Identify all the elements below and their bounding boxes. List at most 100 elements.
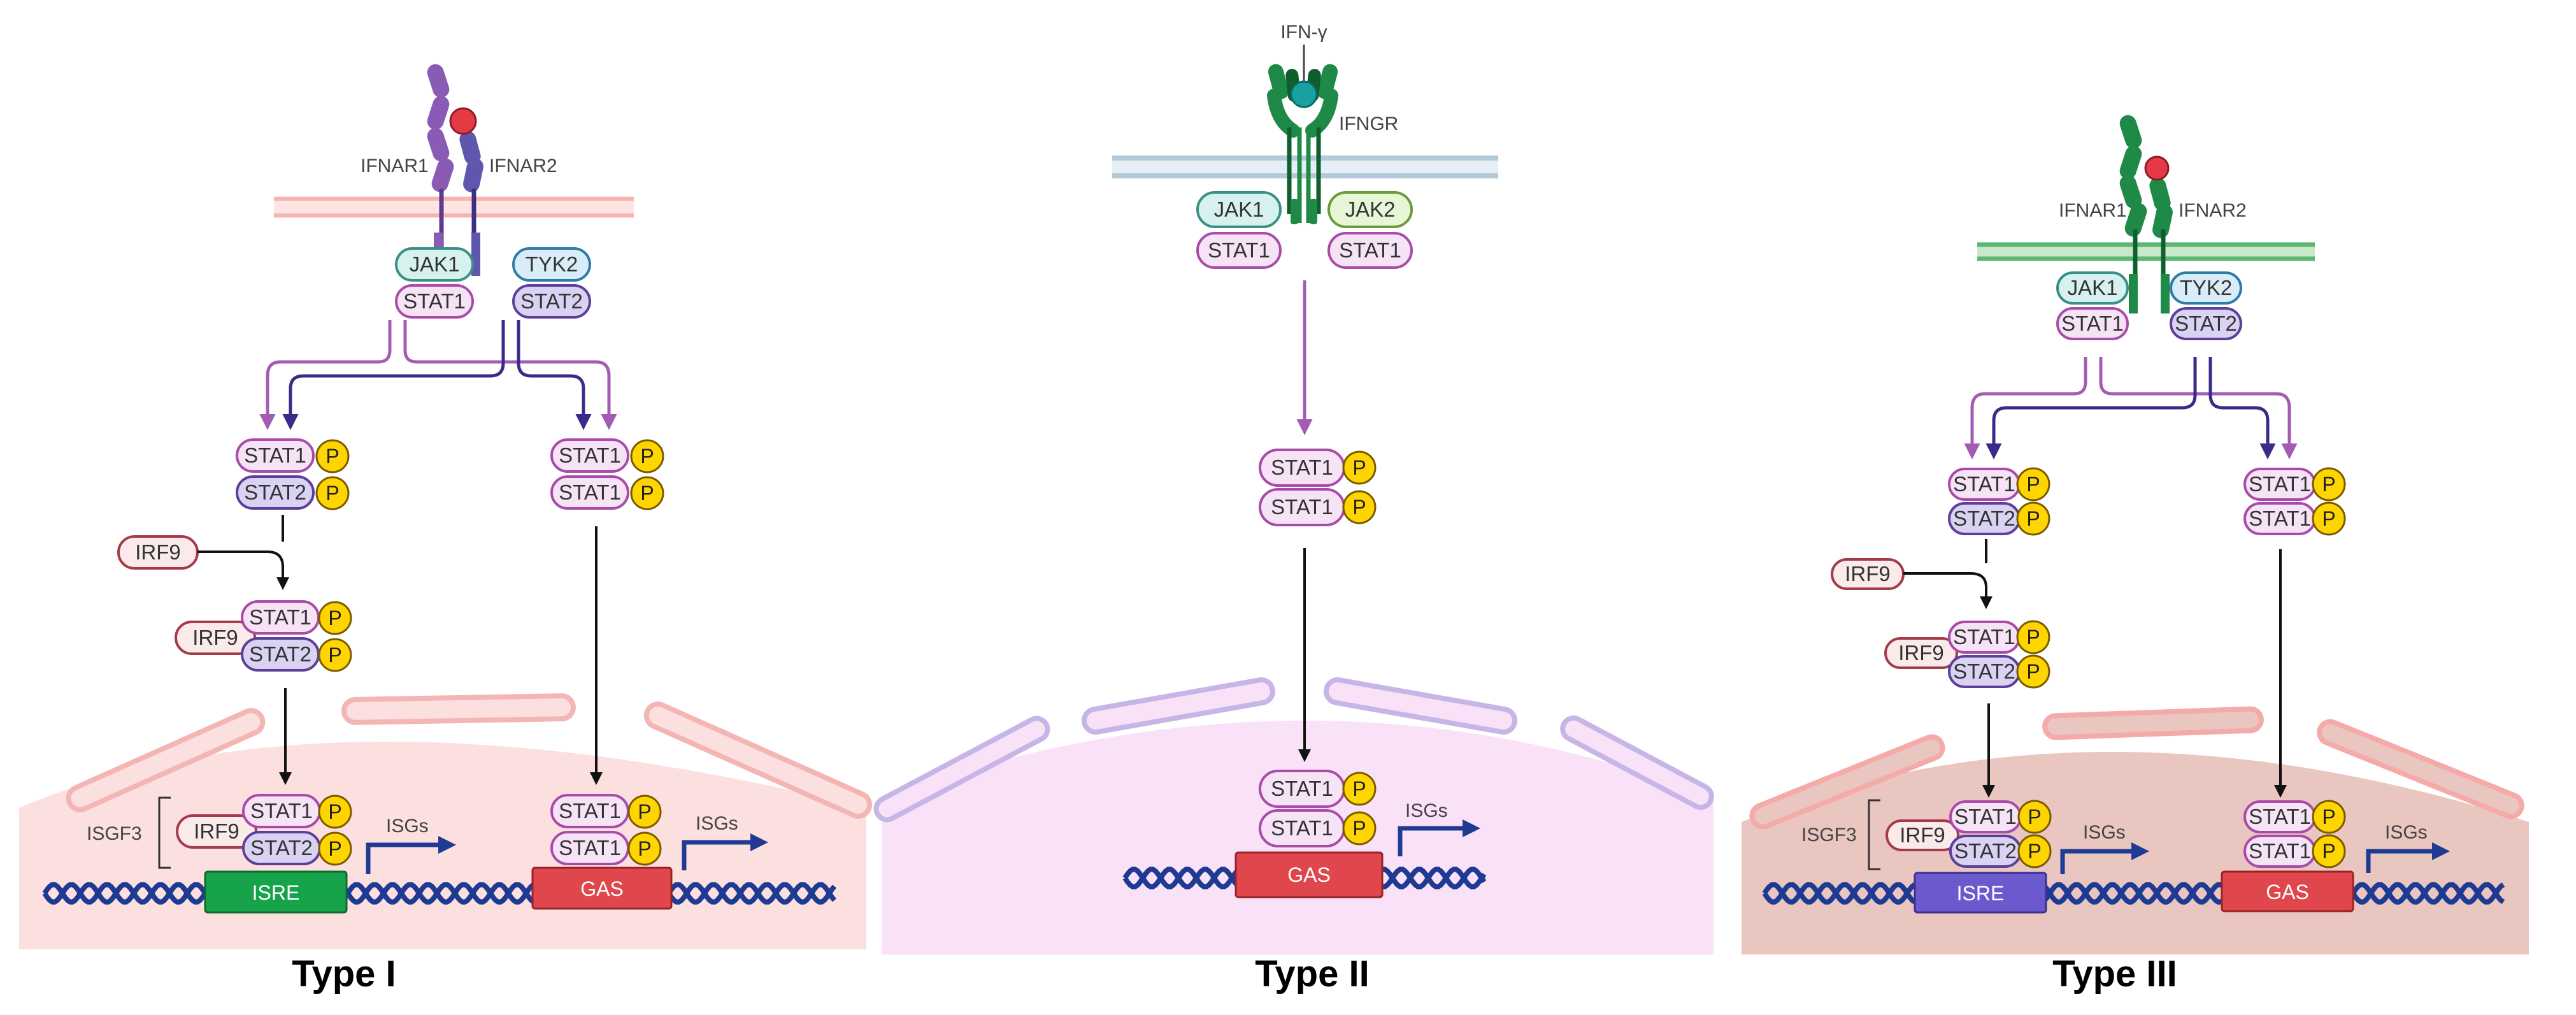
phosphate-group: P (1342, 450, 1377, 485)
protein-label: IRF9 (135, 540, 181, 564)
stat1-at-receptor: STAT1 (1196, 232, 1282, 269)
protein-label: JAK1 (410, 252, 460, 276)
isre-promoter-box (1914, 872, 2047, 914)
irf9-free: IRF9 (1831, 558, 1905, 590)
stat2-phospho: STAT2 (242, 831, 321, 865)
nuclear-pore-segment (66, 708, 266, 812)
stat2-signal-arrow (2208, 357, 2276, 459)
phosphate-group: P (315, 476, 350, 510)
nuclear-pore-segment (2042, 706, 2264, 740)
nuclear-pore-segment (873, 716, 1050, 823)
phosphate-group: P (1342, 490, 1377, 524)
protein-label: TYK2 (526, 252, 578, 276)
protein-label: STAT1 (559, 836, 621, 860)
isgf3-label: ISGF3 (1801, 824, 1857, 846)
stat2-at-receptor: STAT2 (512, 284, 591, 319)
isg-arrowhead (438, 836, 456, 854)
phosphate-label: P (2028, 840, 2041, 863)
protein-label: STAT1 (403, 289, 466, 313)
tyk2-kinase: TYK2 (2170, 271, 2242, 305)
stat1-phospho: STAT1 (2243, 800, 2316, 833)
ifnar1-receptor (427, 64, 454, 276)
nuclear-pore-segment (1560, 715, 1714, 810)
phosphate-group: P (627, 795, 662, 829)
isgf3-bracket (1868, 799, 1880, 870)
stat2-signal-arrow (1986, 357, 2197, 459)
receptor-label-ifnar1: IFNAR1 (2059, 200, 2127, 221)
irf9-bound: IRF9 (1884, 637, 1958, 669)
nuclear-pore-segment (1082, 677, 1275, 735)
panel-title-type-2: Type II (1255, 953, 1369, 995)
nuclear-pore-segment (1324, 677, 1517, 735)
stat2-phospho: STAT2 (236, 475, 315, 510)
stat1-phospho: STAT1 (2243, 502, 2316, 535)
protein-label: STAT1 (2249, 472, 2311, 496)
isgs-label: ISGs (696, 813, 738, 834)
dna-helix (1762, 882, 2505, 905)
isg-transcription-arrow (2060, 849, 2133, 874)
phosphate-label: P (1352, 496, 1366, 519)
phosphate-group: P (2016, 620, 2050, 654)
phosphate-label: P (2028, 805, 2041, 828)
phosphate-label: P (2026, 626, 2040, 649)
nuclear-pore-segment (1749, 734, 1945, 830)
isgf3-label: ISGF3 (87, 823, 142, 844)
jak2-kinase: JAK2 (1327, 191, 1413, 228)
protein-label: IRF9 (194, 819, 240, 843)
isgs-label: ISGs (2083, 822, 2126, 843)
nuclear-pore-segment (2317, 719, 2524, 819)
panel-type-1: IFNAR1 IFNAR2 JAK1 TYK2 STAT1 STAT2 STAT… (19, 64, 873, 995)
stat1-phospho: STAT1 (1259, 488, 1345, 526)
phosphate-label: P (1352, 777, 1366, 800)
panel-type-2: IFN-γ IFNGR JAK1 JAK2 STAT1 STAT1 STAT1 … (873, 22, 1714, 995)
phosphate-group: P (2017, 800, 2052, 834)
protein-label: STAT1 (1339, 238, 1401, 262)
gas-promoter-label: GAS (2266, 881, 2309, 903)
protein-label: STAT1 (250, 799, 313, 823)
protein-label: IRF9 (1845, 562, 1891, 586)
phosphate-label: P (640, 445, 654, 468)
protein-label: JAK1 (1214, 198, 1264, 221)
irf9-bound: IRF9 (1885, 819, 1959, 851)
isgs-label: ISGs (2385, 822, 2428, 843)
protein-label: STAT1 (1271, 777, 1333, 800)
phosphate-group: P (630, 439, 664, 473)
phosphate-group: P (630, 476, 664, 510)
phosphate-group: P (2017, 834, 2052, 868)
stat1-at-receptor: STAT1 (2056, 307, 2129, 340)
protein-label: STAT2 (249, 642, 311, 666)
phosphate-label: P (328, 837, 341, 860)
isg-arrowhead (1463, 819, 1480, 837)
gas-promoter-label: GAS (580, 877, 624, 900)
phosphate-label: P (328, 644, 341, 666)
phosphate-group: P (318, 795, 352, 829)
isre-promoter-label: ISRE (252, 881, 300, 904)
protein-label: STAT2 (250, 836, 313, 860)
isgs-label: ISGs (1405, 800, 1448, 821)
interferon-ligand (449, 107, 477, 135)
phosphate-group: P (2312, 467, 2346, 501)
protein-label: STAT1 (1953, 625, 2015, 649)
stat2-signal-arrow (282, 320, 505, 430)
isre-promoter-box (204, 870, 348, 914)
phosphate-label: P (2322, 805, 2335, 828)
isg-arrowhead (750, 833, 768, 851)
ifn-gamma-ligand (1290, 80, 1318, 108)
interferon-ligand (2144, 155, 2170, 181)
ifnar1-receptor (2119, 115, 2147, 313)
protein-label: JAK1 (2068, 276, 2118, 299)
isg-arrowhead (2131, 842, 2149, 860)
protein-label: STAT1 (249, 605, 311, 629)
irf9-bound: IRF9 (176, 814, 257, 849)
dna-helix (42, 882, 837, 905)
protein-label: STAT2 (1953, 507, 2015, 530)
phosphate-group: P (627, 831, 662, 866)
phosphate-label: P (2026, 473, 2040, 496)
protein-label: STAT1 (1271, 816, 1333, 840)
stat1-phospho: STAT1 (550, 438, 629, 473)
stat1-phospho: STAT1 (550, 794, 629, 828)
stat1-phospho: STAT1 (242, 794, 321, 828)
phosphate-label: P (1352, 456, 1366, 479)
protein-label: STAT1 (244, 443, 306, 467)
